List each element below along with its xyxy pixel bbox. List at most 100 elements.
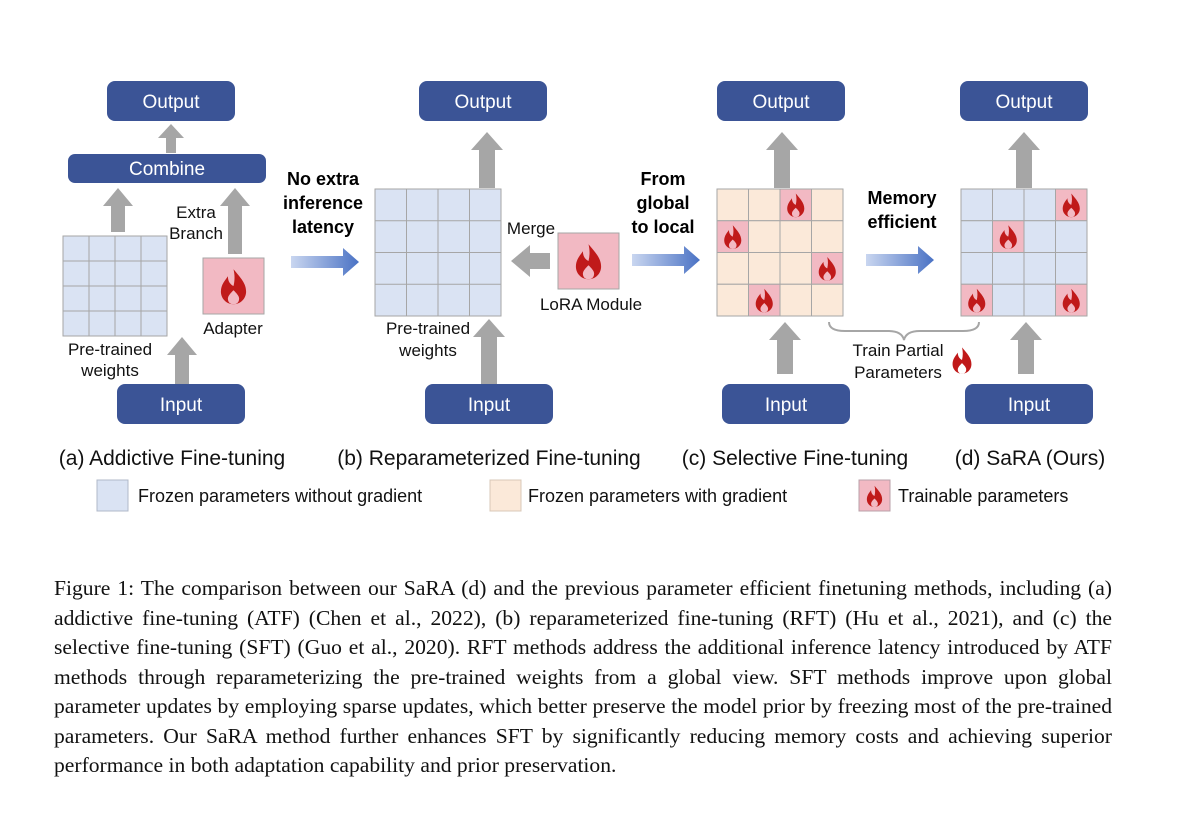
input-label-a: Input xyxy=(160,395,203,416)
flame-icon xyxy=(724,225,742,249)
frozen-cell xyxy=(960,220,993,253)
flame-icon xyxy=(1062,193,1080,218)
parameter-grid-c xyxy=(716,188,844,317)
frozen-cell xyxy=(1023,283,1056,317)
output-label-d: Output xyxy=(995,92,1053,113)
frozen-cell xyxy=(1055,252,1088,285)
t2-line1: From xyxy=(641,169,686,189)
flame-icon xyxy=(999,225,1017,249)
frozen-cell xyxy=(716,283,749,317)
pretrained-grid-b xyxy=(374,188,502,317)
figure-diagram: Output Combine Extra Branch Adapter Pre-… xyxy=(59,81,1106,512)
frozen-cell xyxy=(779,220,812,253)
frozen-cell xyxy=(811,188,844,222)
flame-icon xyxy=(952,347,972,374)
legend-swatch-frozen-no-grad xyxy=(96,479,129,512)
up-arrow-b-in xyxy=(473,319,505,384)
input-label-c: Input xyxy=(765,395,808,416)
transition-2: From global to local xyxy=(631,169,700,274)
frozen-cell xyxy=(811,283,844,317)
adapter-label: Adapter xyxy=(203,319,263,338)
train-partial-line2: Parameters xyxy=(854,363,942,382)
legend: Frozen parameters without gradient Froze… xyxy=(96,479,1068,512)
input-node-b xyxy=(425,384,553,424)
t2-line3: to local xyxy=(631,217,694,237)
frozen-cell xyxy=(992,188,1025,222)
panel-b: Output Merge LoRA Module Pre-trained wei… xyxy=(337,81,642,470)
input-node-a xyxy=(117,384,245,424)
blue-arrow-1 xyxy=(291,248,359,276)
flame-icon xyxy=(866,485,883,508)
t3-line2: efficient xyxy=(867,212,936,232)
input-node-d xyxy=(965,384,1093,424)
weights-label-a-line2: weights xyxy=(80,361,139,380)
t3-line1: Memory xyxy=(867,188,936,208)
frozen-cell xyxy=(716,188,749,222)
frozen-cell xyxy=(960,252,993,285)
train-partial-brace xyxy=(828,321,980,341)
flame-icon xyxy=(968,288,986,313)
t2-line2: global xyxy=(637,193,690,213)
extra-branch-line2: Branch xyxy=(169,224,223,243)
flame-icon xyxy=(220,269,247,305)
extra-branch-line1: Extra xyxy=(176,203,216,222)
up-arrow-d-in xyxy=(1010,322,1042,374)
frozen-cell xyxy=(1023,188,1056,222)
frozen-cell xyxy=(716,252,749,285)
combine-label: Combine xyxy=(129,159,205,180)
up-arrow-a-right xyxy=(220,188,250,254)
train-partial-line1: Train Partial xyxy=(852,341,943,360)
frozen-cell xyxy=(1055,220,1088,253)
panel-a: Output Combine Extra Branch Adapter Pre-… xyxy=(59,81,285,470)
panel-d: Output Train Partial Parameters Input (d… xyxy=(828,81,1106,470)
up-arrow-a-in xyxy=(167,337,197,384)
frozen-cell xyxy=(1023,220,1056,253)
up-arrow-c-out xyxy=(766,132,798,188)
flame-icon xyxy=(1062,288,1080,313)
output-node-a xyxy=(107,81,235,121)
transition-1: No extra inference latency xyxy=(283,169,363,276)
up-arrow-c-in xyxy=(769,322,801,374)
legend-swatch-trainable xyxy=(858,479,891,512)
t1-line1: No extra xyxy=(287,169,360,189)
flame-icon xyxy=(818,256,836,281)
up-arrow-d-out xyxy=(1008,132,1040,188)
parameter-grid-d xyxy=(960,188,1088,317)
frozen-cell xyxy=(748,252,781,285)
frozen-cell xyxy=(811,220,844,253)
input-label-b: Input xyxy=(468,395,511,416)
legend-frozen-no-grad: Frozen parameters without gradient xyxy=(138,486,422,506)
caption-b: (b) Reparameterized Fine-tuning xyxy=(337,447,640,470)
frozen-cell xyxy=(992,252,1025,285)
up-arrow-b-out xyxy=(471,132,503,188)
up-arrow-a-left xyxy=(103,188,133,232)
frozen-cell xyxy=(748,188,781,222)
combine-node xyxy=(68,154,266,183)
frozen-cell xyxy=(779,283,812,317)
flame-icon xyxy=(755,288,773,313)
caption-d: (d) SaRA (Ours) xyxy=(955,447,1106,470)
blue-arrow-3 xyxy=(866,246,934,274)
legend-swatch-frozen-with-grad xyxy=(489,479,522,512)
figure-caption: Figure 1: The comparison between our SaR… xyxy=(54,576,1112,777)
output-node-b xyxy=(419,81,547,121)
up-arrow-a-out xyxy=(158,124,184,153)
t1-line2: inference xyxy=(283,193,363,213)
weights-label-b-line2: weights xyxy=(398,341,457,360)
flame-icon xyxy=(787,193,805,218)
output-node-d xyxy=(960,81,1088,121)
weights-label-a-line1: Pre-trained xyxy=(68,340,152,359)
panel-c: Output Input (c) Selective Fine-tuning xyxy=(682,81,908,470)
frozen-cell xyxy=(748,220,781,253)
input-node-c xyxy=(722,384,850,424)
frozen-cell xyxy=(779,252,812,285)
output-label-a: Output xyxy=(142,92,200,113)
caption-a: (a) Addictive Fine-tuning xyxy=(59,447,285,470)
frozen-cell xyxy=(992,283,1025,317)
caption-c: (c) Selective Fine-tuning xyxy=(682,447,908,470)
transition-3: Memory efficient xyxy=(866,188,937,274)
output-node-c xyxy=(717,81,845,121)
frozen-cell xyxy=(960,188,993,222)
frozen-cell xyxy=(1023,252,1056,285)
legend-frozen-with-grad: Frozen parameters with gradient xyxy=(528,486,787,506)
